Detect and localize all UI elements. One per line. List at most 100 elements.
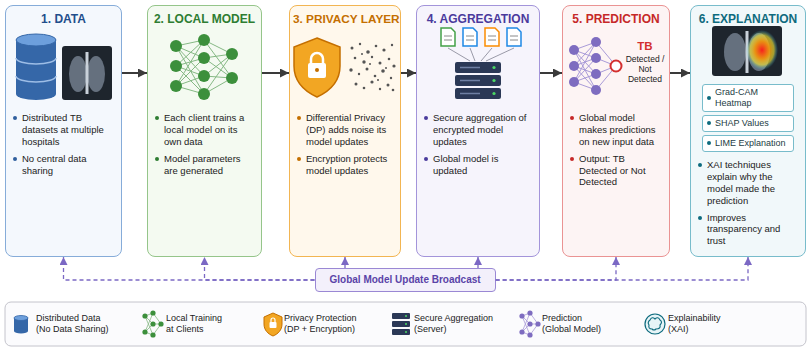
flow-arrow [670,72,690,74]
neural-network-icon-part [198,52,210,64]
noise-dots-part [363,87,366,90]
bullet-dot [297,116,301,120]
shield-lock-icon-part [315,68,319,72]
legend-brain-icon-part [645,314,665,334]
database-icon-part [16,88,56,100]
legend-server-icon-part [405,323,407,325]
model-update-documents-part [441,28,455,46]
legend-frame [5,302,806,346]
noise-dots-part [358,73,360,75]
legend-database-icon-part [14,329,28,334]
bullet-row: Output: TB Detected or Not Detected [570,153,663,189]
legend-server-icon-part [405,315,407,317]
flow-arrow [262,72,289,74]
noise-dots-part [371,56,373,58]
bullet-row: Distributed TB datasets at multiple hosp… [13,112,115,148]
noise-dots-part [385,67,387,69]
server-icon-part [492,79,495,82]
legend-item: Secure Aggregation (Server) [414,313,504,336]
xai-method-text: Grad-CAM Heatmap [715,87,789,109]
flow-arrow [122,72,147,74]
broadcast-box: Global Model Update Broadcast [315,268,496,292]
bullet-dot [13,157,17,161]
panel-heading: 5. PREDICTION [563,6,669,26]
legend-server-icon-part [405,331,407,333]
legend-shield-icon-part [270,322,277,328]
noise-dots-part [388,58,391,61]
flow-arrow [401,72,416,74]
neural-network-icon-part [170,60,182,72]
legend-network-icon-part [142,329,147,334]
noise-dots-part [366,68,369,71]
broadcast-connector [344,257,345,268]
global-model-icon-part [569,61,579,71]
noise-dots [349,43,395,91]
broadcast-label: Global Model Update Broadcast [330,274,481,286]
legend-item: Prediction (Global Model) [542,313,608,336]
bullet-text: Each client trains a local model on its … [164,112,255,148]
legend-server-icon-part [392,321,410,327]
stage-panel: 3. PRIVACY LAYERDifferential Privacy (DP… [289,5,401,257]
legend-item: Privacy Protection (DP + Encryption) [284,313,370,336]
global-model-icon-part [591,53,601,63]
bullet-text: Secure aggregation of encrypted model up… [433,112,533,148]
bullet-dot [570,116,574,120]
legend-server-icon-part [392,313,410,319]
output-label: TB [625,40,665,53]
bullet-text: Encryption protects model updates [306,153,394,177]
bullet-list: XAI techniques explain why the model mad… [698,159,799,252]
model-update-documents-part [444,36,518,40]
noise-dots-part [354,57,357,60]
bullet-text: Global model is updated [433,153,533,177]
panel-heading: 4. AGGREGATION [417,6,539,26]
noise-dots-part [391,44,393,46]
server-icon-part [492,92,495,95]
neural-network-icon-part [198,70,210,82]
database-icon-part [16,76,56,82]
legend-shield-icon-part [271,318,275,322]
legend-database-icon-part [14,318,28,331]
bullet-row: No central data sharing [13,153,115,177]
stage-panel: 4. AGGREGATION Secure aggregation of encr… [416,5,540,257]
bullet-text: XAI techniques explain why the model mad… [707,159,799,207]
legend-text: Local Training at Clients [166,313,228,336]
legend-prediction-icon-part [522,313,538,335]
global-model-icon [569,37,622,95]
noise-dots-part [361,53,363,55]
database-icon-part [16,34,56,46]
legend-network-icon-part [150,332,155,337]
xai-method-box: SHAP Values [702,115,794,132]
legend-text: Distributed Data (No Data Sharing) [36,313,114,336]
stage-panel: 6. EXPLANATIONXAI techniques explain why… [690,5,806,257]
neural-network-icon-part [198,88,210,100]
bullet-text: No central data sharing [22,153,115,177]
database-icon-part [16,58,56,64]
bullet-row: Model parameters are generated [155,153,255,177]
global-model-icon-part [611,61,622,72]
noise-dots-part [387,84,390,87]
legend-server-icon [392,313,410,335]
bullet-row: Encryption protects model updates [297,153,394,177]
bullet-text: Distributed TB datasets at multiple hosp… [22,112,115,148]
flow-arrow [540,72,562,74]
noise-dots-part [349,68,352,71]
xai-method-text: LIME Explanation [715,138,786,149]
stage-panel: 1. DATADistributed TB datasets at multip… [5,5,122,257]
noise-dots-part [392,64,395,67]
database-icon-part [16,40,56,94]
legend-item: Distributed Data (No Data Sharing) [36,313,114,336]
legend-network-icon-part [158,321,163,326]
bullet-list: Differential Privacy (DP) adds noise its… [297,112,394,181]
bullet-text: Differential Privacy (DP) adds noise its… [306,112,394,148]
legend-text: Explainability (XAI) [668,313,732,336]
legend-prediction-icon-part [527,321,532,326]
model-update-documents-part [463,28,477,46]
noise-dots-part [370,80,373,83]
legend-shield-icon-part [264,313,282,336]
legend-prediction-icon-part [527,332,532,337]
global-model-icon-part [569,77,579,87]
legend-network-icon [142,310,163,337]
noise-dots-part [351,47,354,50]
